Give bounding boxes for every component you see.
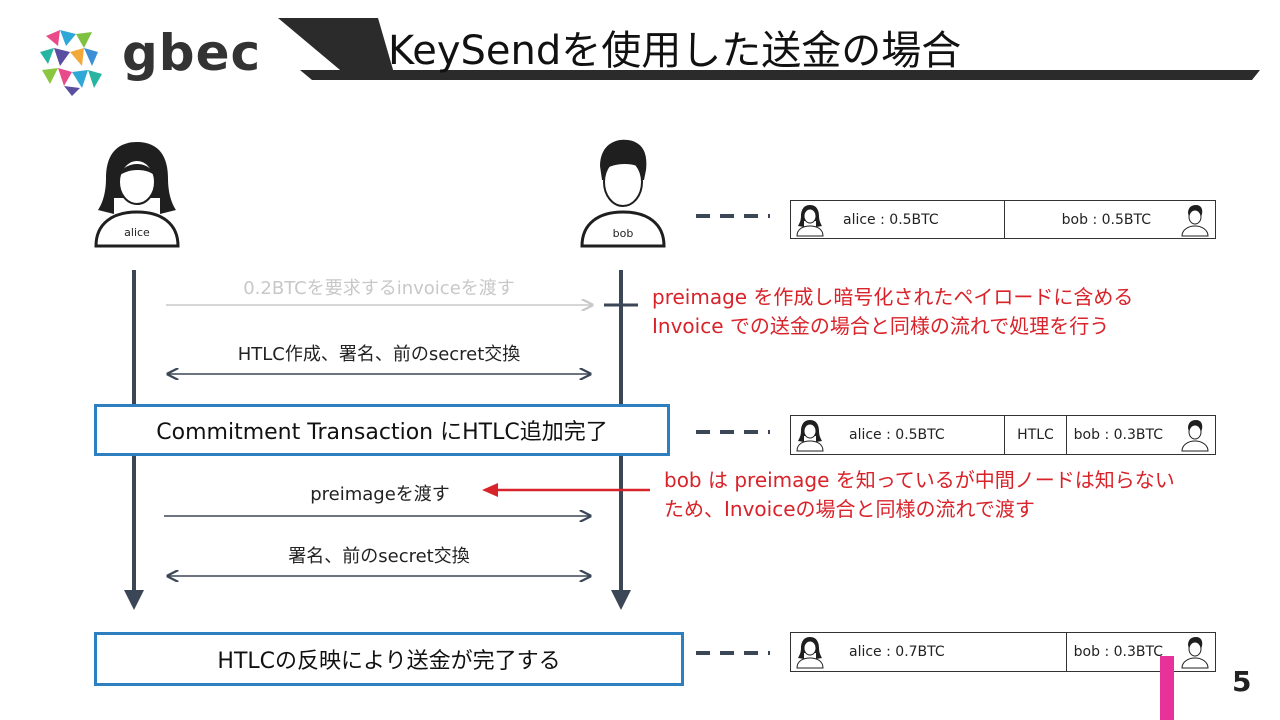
note-preimage-line2: Invoice での送金の場合と同様の流れで処理を行う	[652, 314, 1110, 338]
channel-htlc-cell: HTLC	[1005, 416, 1067, 454]
alice-mini-icon	[796, 637, 824, 669]
channel-alice-cell: alice : 0.5BTC	[791, 201, 1005, 238]
note-bob-line1: bob は preimage を知っているが中間ノードは知らない	[664, 468, 1175, 492]
channel-alice-cell: alice : 0.5BTC	[791, 416, 1005, 454]
channel-alice-cell: alice : 0.7BTC	[791, 633, 1067, 671]
bob-mini-icon	[1181, 637, 1209, 669]
channel-state-initial: alice : 0.5BTC bob : 0.5BTC	[790, 200, 1216, 239]
alice-label: alice	[124, 226, 150, 239]
message-sign-exchange: 署名、前のsecret交換	[288, 546, 470, 567]
bob-avatar-icon	[580, 139, 666, 248]
bob-mini-icon	[1181, 420, 1209, 452]
channel-state-final: alice : 0.7BTC bob : 0.3BTC	[790, 632, 1216, 672]
message-preimage: preimageを渡す	[310, 484, 450, 505]
alice-mini-icon	[796, 204, 824, 236]
message-invoice: 0.2BTCを要求するinvoiceを渡す	[243, 278, 515, 299]
commitment-box: Commitment Transaction にHTLC追加完了	[94, 404, 670, 456]
page-number: 5	[1232, 665, 1252, 698]
channel-alice-balance: alice : 0.5BTC	[843, 211, 939, 228]
bob-label: bob	[612, 227, 634, 240]
channel-bob-cell: bob : 0.3BTC	[1067, 416, 1215, 454]
alice-avatar-icon	[94, 142, 180, 248]
message-htlc-create: HTLC作成、署名、前のsecret交換	[237, 344, 521, 365]
channel-bob-balance: bob : 0.5BTC	[1061, 211, 1151, 228]
channel-bob-cell: bob : 0.5BTC	[1005, 201, 1215, 238]
note-bob-line2: ため、Invoiceの場合と同様の流れで渡す	[664, 497, 1035, 521]
gbec-logo-icon	[40, 30, 102, 96]
title-banner	[278, 18, 1260, 80]
channel-alice-balance: alice : 0.5BTC	[849, 427, 945, 443]
channel-bob-balance: bob : 0.3BTC	[1073, 427, 1163, 443]
bob-mini-icon	[1181, 204, 1209, 236]
note-preimage-line1: preimage を作成し暗号化されたペイロードに含める	[652, 285, 1134, 309]
page-title: KeySendを使用した送金の場合	[388, 28, 962, 74]
alice-mini-icon	[796, 420, 824, 452]
logo-text: gbec	[122, 24, 262, 82]
completion-box: HTLCの反映により送金が完了する	[94, 632, 684, 686]
channel-state-htlc: alice : 0.5BTC HTLC bob : 0.3BTC	[790, 415, 1216, 455]
channel-alice-balance: alice : 0.7BTC	[849, 644, 945, 660]
channel-bob-balance: bob : 0.3BTC	[1073, 644, 1163, 660]
pink-marker	[1160, 656, 1174, 720]
channel-bob-cell: bob : 0.3BTC	[1067, 633, 1215, 671]
